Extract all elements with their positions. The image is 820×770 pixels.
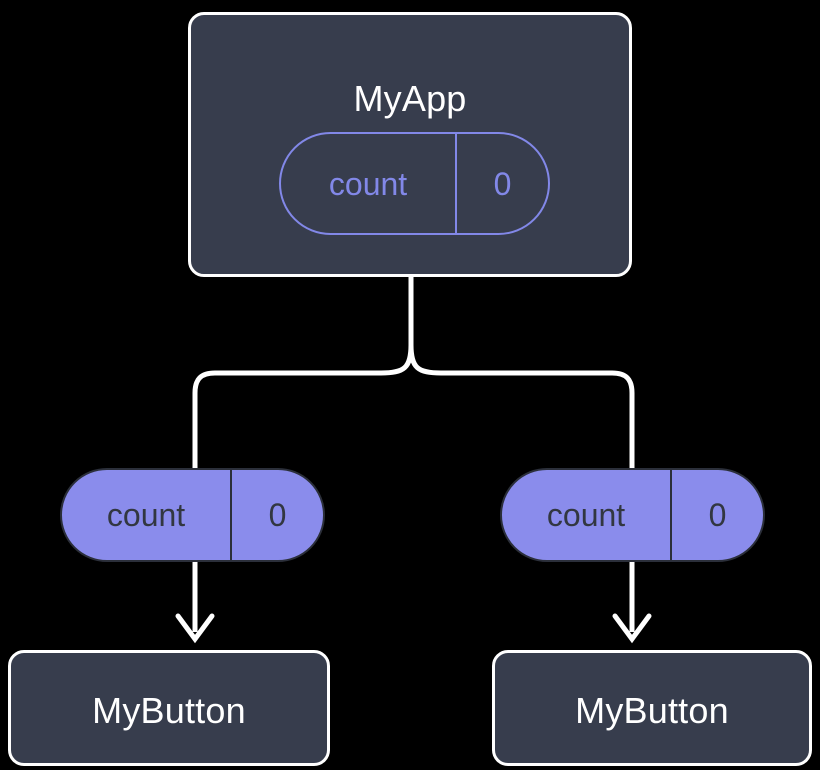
state-pill-root-name: count [328, 165, 408, 202]
state-pill-right[interactable]: count 0 [500, 468, 765, 562]
connector-trunk-split-left [192, 342, 414, 471]
connector-trunk-split [408, 274, 635, 471]
state-pill-root-value: 0 [455, 134, 548, 233]
node-myapp[interactable]: MyApp count 0 [188, 12, 632, 277]
node-mybutton-right[interactable]: MyButton [492, 650, 812, 766]
state-pill-left-name: count [106, 497, 186, 533]
arrow-head-left [175, 613, 215, 644]
node-myapp-label: MyApp [353, 78, 467, 119]
state-pill-left-value: 0 [230, 470, 323, 560]
state-pill-left[interactable]: count 0 [60, 468, 325, 562]
node-mybutton-left-label: MyButton [92, 690, 246, 731]
node-mybutton-right-label: MyButton [575, 690, 729, 731]
node-mybutton-left[interactable]: MyButton [8, 650, 330, 766]
state-pill-root[interactable]: count 0 [279, 132, 550, 235]
state-pill-right-name: count [546, 497, 626, 533]
arrow-head-right [612, 613, 652, 644]
state-pill-right-value: 0 [670, 470, 763, 560]
